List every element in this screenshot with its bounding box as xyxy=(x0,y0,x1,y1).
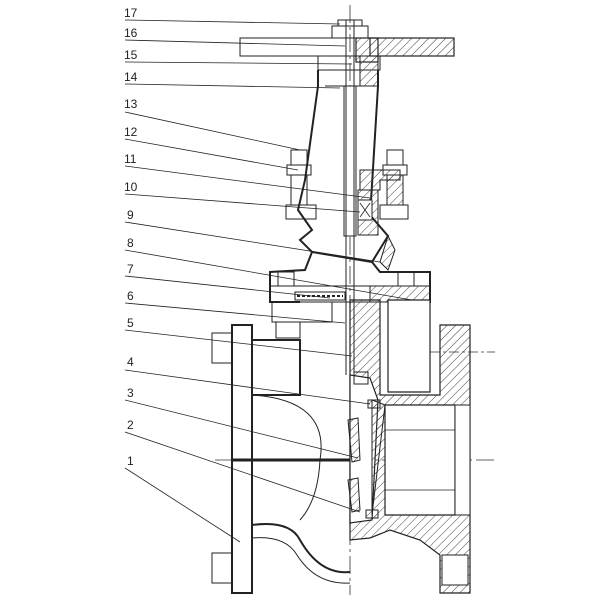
callout-11: 11 xyxy=(124,152,137,166)
callout-6: 6 xyxy=(127,289,134,303)
callout-15: 15 xyxy=(124,48,138,62)
callout-17: 17 xyxy=(124,6,138,20)
callout-7: 7 xyxy=(127,262,134,276)
callout-4: 4 xyxy=(127,355,134,369)
callout-10: 10 xyxy=(124,180,138,194)
leader-lines xyxy=(124,19,413,543)
handwheel xyxy=(239,19,455,87)
callout-5: 5 xyxy=(127,316,134,330)
callout-3: 3 xyxy=(127,386,134,400)
callout-2: 2 xyxy=(127,418,134,432)
callout-16: 16 xyxy=(124,26,138,40)
callout-8: 8 xyxy=(127,236,134,250)
gland-bolts xyxy=(285,149,409,220)
callout-9: 9 xyxy=(127,208,134,222)
callout-1: 1 xyxy=(127,454,134,468)
bonnet xyxy=(269,234,431,303)
callout-14: 14 xyxy=(124,70,138,84)
callout-12: 12 xyxy=(124,125,138,139)
valve-body xyxy=(211,299,471,594)
callout-labels: 17 16 15 14 13 12 11 10 9 8 7 6 5 4 3 2 … xyxy=(124,6,138,468)
callout-13: 13 xyxy=(124,97,138,111)
